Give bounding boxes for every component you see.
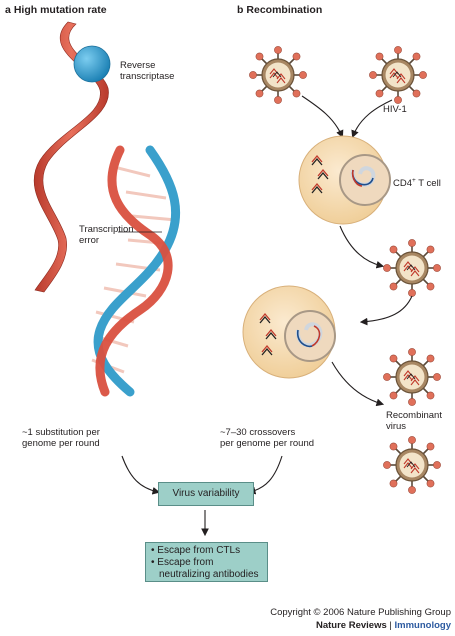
hiv-virus-icon (368, 45, 428, 105)
reverse-transcriptase-label: Reverse transcriptase (120, 60, 174, 82)
hiv-1-label: HIV-1 (383, 104, 407, 115)
transcription-error-label-line2: error (79, 235, 100, 246)
arrow-icon (121, 455, 161, 495)
panel-b-letter: b (237, 4, 244, 16)
escape-outcomes-box: • Escape from CTLs • Escape from neutral… (145, 542, 268, 582)
journal-credit: Nature Reviews | Immunology (316, 620, 451, 631)
cd4-label-rest: T cell (415, 178, 441, 190)
panel-a-title-text: High mutation rate (13, 4, 107, 16)
panel-b-title-text: Recombination (246, 4, 323, 16)
copyright-notice: Copyright © 2006 Nature Publishing Group (270, 607, 451, 618)
journal-section: Immunology (394, 620, 451, 631)
escape-item-ctl: • Escape from CTLs (151, 545, 241, 556)
recombinant-virus-icon (382, 347, 442, 407)
cd4-t-cell-label: CD4+ T cell (393, 175, 441, 189)
cd4-label-main: CD4 (393, 178, 413, 190)
panel-a-letter: a (5, 4, 11, 16)
escape-item-antibodies-line1: • Escape from (151, 557, 214, 568)
escape-item-antibodies-line2: neutralizing antibodies (159, 569, 259, 580)
rna-ribbon-icon (33, 21, 109, 293)
cd4-t-cell-icon (298, 135, 391, 225)
recombinant-virus-label: Recombinant virus (386, 410, 442, 432)
substitution-rate-label: ~1 substitution per genome per round (22, 427, 100, 449)
journal-separator: | (386, 620, 395, 631)
recombinant-virus-label-line2: virus (386, 421, 407, 432)
hiv-virus-icon (248, 45, 308, 105)
arrow-icon (359, 295, 413, 326)
arrow-icon (339, 225, 385, 269)
virus-variability-box: Virus variability (158, 482, 254, 506)
cd4-label-sup: + (412, 177, 416, 184)
crossover-rate-label-line2: per genome per round (220, 438, 315, 449)
reverse-transcriptase-label-line2: transcriptase (120, 71, 175, 82)
transcription-error-label-line1: Transcription (79, 224, 134, 235)
double-helix-icon (91, 145, 181, 397)
arrow-icon (351, 99, 393, 139)
arrow-icon (331, 361, 385, 407)
journal-name: Nature Reviews (316, 620, 387, 631)
reverse-transcriptase-enzyme-icon (73, 45, 111, 83)
recombinant-virus-label-line1: Recombinant (386, 410, 442, 421)
reverse-transcriptase-label-line1: Reverse (120, 60, 156, 71)
arrow-icon (301, 95, 344, 139)
substitution-rate-label-line2: genome per round (22, 438, 100, 449)
hiv-virus-icon (382, 238, 442, 298)
crossover-rate-label-line1: ~7–30 crossovers (220, 427, 296, 438)
substitution-rate-label-line1: ~1 substitution per (22, 427, 100, 438)
recombinant-virus-icon (382, 435, 442, 495)
infected-cell-icon (242, 285, 336, 379)
arrow-icon (247, 455, 283, 495)
crossover-rate-label: ~7–30 crossovers per genome per round (220, 427, 314, 449)
transcription-error-label: Transcription error (79, 224, 134, 246)
